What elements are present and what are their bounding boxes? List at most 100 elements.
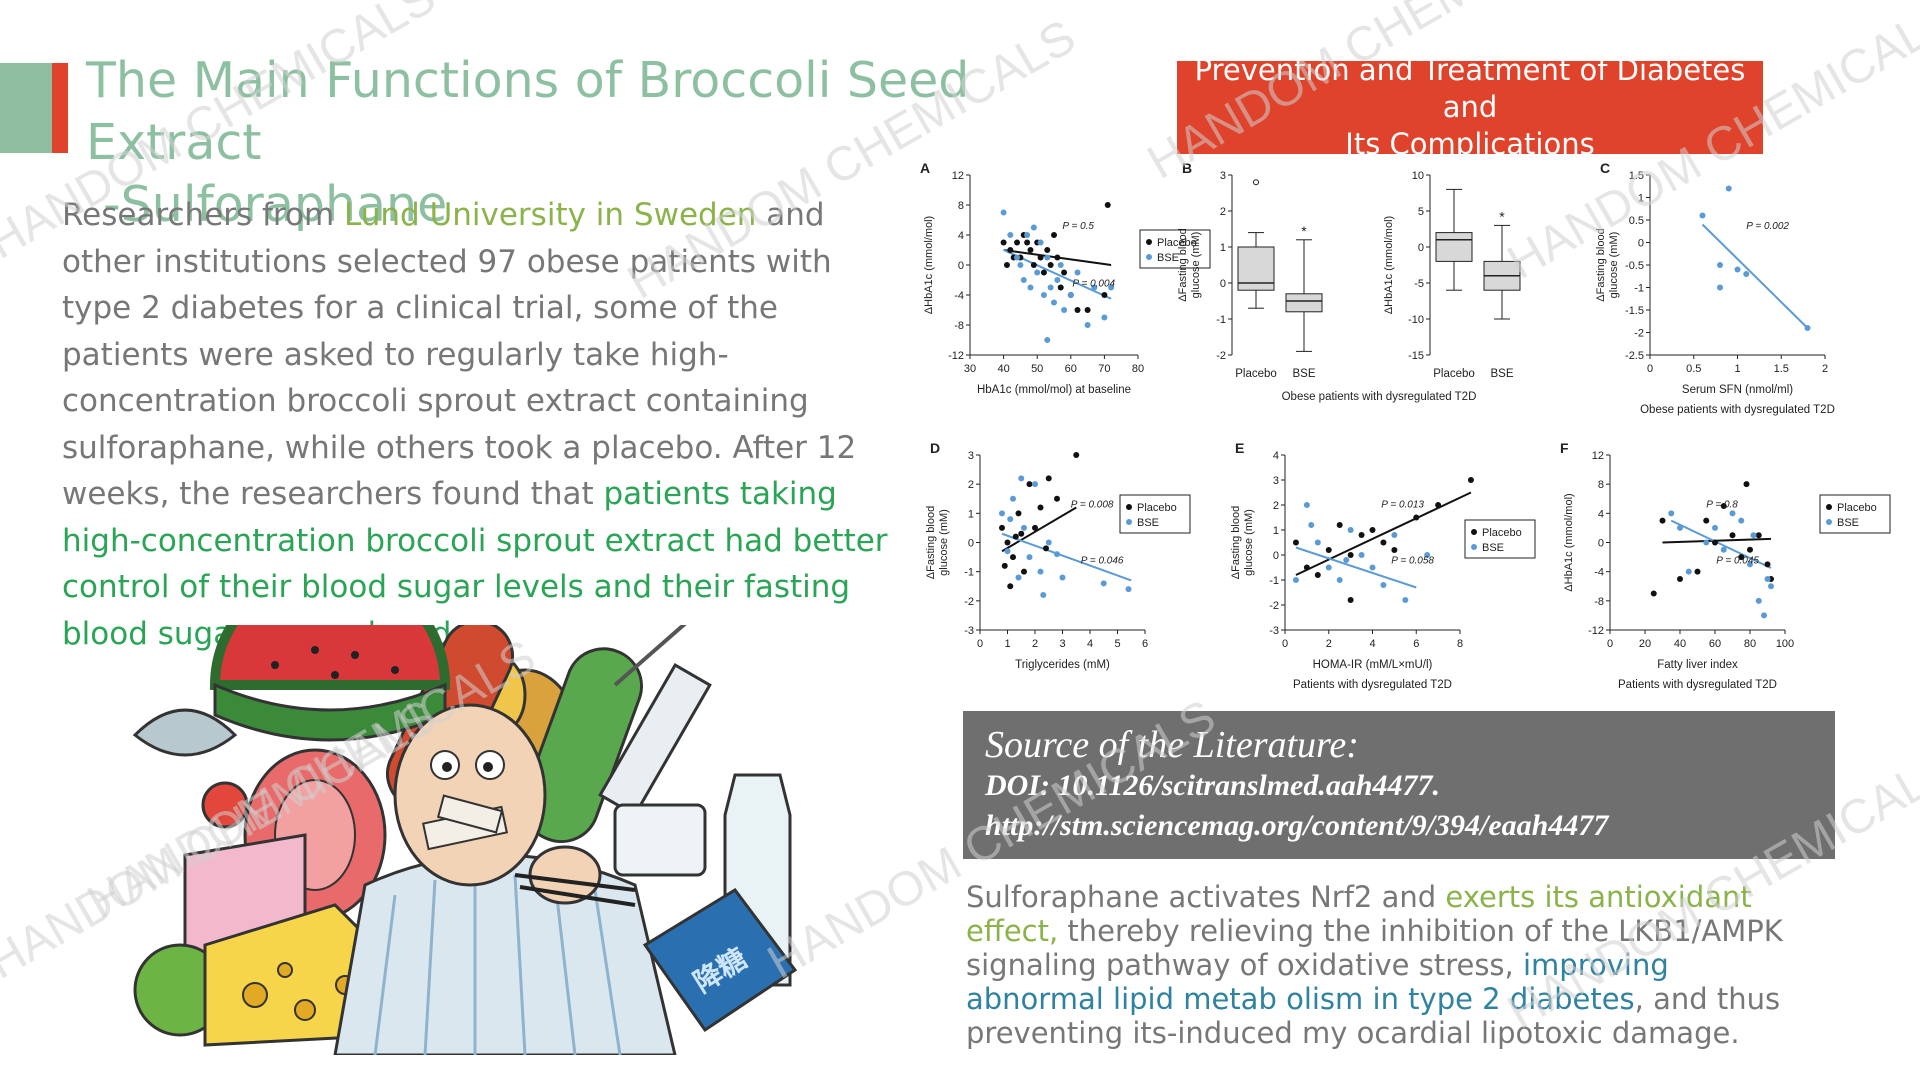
data-point	[1032, 481, 1038, 488]
x-tick-label: 8	[1457, 638, 1463, 650]
category-label: Placebo	[1433, 368, 1475, 380]
title-line-1: The Main Functions of Broccoli Seed Extr…	[86, 52, 970, 171]
paragraph2-text-2: thereby relieving the inhibition of the …	[966, 914, 1783, 982]
data-point	[1391, 532, 1398, 538]
legend-swatch	[1146, 254, 1152, 260]
data-point	[1018, 530, 1025, 537]
y-tick-label: 12	[1592, 450, 1604, 462]
data-point	[1325, 564, 1332, 571]
data-point	[1308, 522, 1315, 528]
data-point	[1004, 539, 1011, 546]
legend-label: Placebo	[1157, 237, 1197, 249]
legend-box	[1464, 519, 1536, 559]
diabetic-man-with-sweets-illustration-icon: 降糖	[132, 625, 798, 1055]
legend-swatch	[1126, 504, 1132, 510]
panel-letter: C	[1600, 160, 1610, 176]
y-tick-label: -10	[1408, 314, 1424, 326]
data-point	[1694, 568, 1701, 575]
slide-title: The Main Functions of Broccoli Seed Extr…	[86, 50, 1136, 236]
panel-letter: B	[1182, 160, 1192, 176]
data-point	[1100, 580, 1107, 587]
x-tick-label: 0	[1282, 638, 1288, 650]
y-tick-label: -2	[964, 596, 974, 608]
source-doi: DOI: 10.1126/scitranslmed.aah4477.	[985, 769, 1441, 802]
y-tick-label: 1	[1638, 193, 1644, 205]
data-point	[1717, 262, 1723, 268]
data-point	[1054, 254, 1061, 261]
legend-box	[1119, 494, 1191, 534]
x-tick-label: 40	[997, 363, 1009, 375]
data-point	[1040, 269, 1047, 276]
y-tick-label: 3	[1273, 475, 1279, 487]
data-point	[1045, 539, 1052, 546]
data-point	[1467, 477, 1474, 483]
data-point	[1059, 574, 1066, 581]
panel-caption: Patients with dysregulated T2D	[1618, 679, 1777, 691]
decorative-red-bar	[52, 63, 68, 153]
legend-swatch	[1826, 504, 1832, 510]
y-tick-label: 2	[1273, 500, 1279, 512]
paragraph-text-2: and other institutions selected 97 obese…	[62, 197, 857, 512]
data-point	[1012, 533, 1019, 540]
data-point	[1380, 582, 1387, 588]
data-point	[1024, 232, 1031, 238]
legend-box	[1819, 494, 1891, 534]
y-tick-label: 2	[968, 479, 974, 491]
x-tick-label: 70	[1098, 363, 1110, 375]
data-point	[1380, 539, 1387, 546]
fit-line	[1001, 506, 1077, 553]
data-point	[1699, 212, 1706, 219]
data-point	[1101, 314, 1108, 321]
title-line-2: -Sulforaphane	[103, 176, 448, 233]
y-tick-label: -2	[1269, 600, 1279, 612]
x-tick-label: 2	[1822, 363, 1828, 375]
data-point	[1037, 239, 1044, 246]
data-point	[1026, 481, 1033, 488]
x-axis-label: HOMA-IR (mM/L×mU/l)	[1313, 659, 1433, 671]
data-point	[1015, 574, 1022, 581]
data-point	[1057, 262, 1064, 268]
box-body	[1435, 232, 1473, 262]
data-point	[1026, 554, 1033, 561]
data-point	[1000, 239, 1007, 246]
y-tick-label: 1	[968, 508, 974, 520]
y-tick-label: 1	[1273, 525, 1279, 537]
x-tick-label: 20	[1639, 638, 1651, 650]
data-point	[1007, 232, 1014, 238]
x-tick-label: 30	[964, 363, 976, 375]
data-point	[1369, 564, 1376, 571]
data-point	[1703, 517, 1710, 524]
box-body	[1285, 293, 1323, 313]
data-point	[1738, 554, 1745, 561]
data-point	[1336, 522, 1343, 528]
x-tick-label: 4	[1087, 638, 1093, 650]
data-point	[1018, 475, 1025, 482]
data-point	[1061, 307, 1068, 313]
legend-label: BSE	[1137, 517, 1159, 529]
y-tick-label: 0	[1273, 550, 1279, 562]
data-point	[1358, 552, 1365, 558]
data-point	[1650, 590, 1657, 597]
y-tick-label: -3	[964, 625, 974, 637]
p-value-label: P = 0.5	[1062, 221, 1094, 232]
y-tick-label: 0	[1220, 278, 1226, 290]
decorative-green-block	[0, 63, 52, 153]
panel-caption: Obese patients with dysregulated T2D	[1640, 404, 1835, 416]
data-point	[1712, 539, 1718, 546]
legend-swatch	[1471, 529, 1477, 535]
data-point	[1037, 254, 1044, 261]
category-label: BSE	[1490, 368, 1513, 380]
data-point	[1030, 262, 1037, 268]
data-point	[1061, 269, 1068, 276]
data-point	[1391, 547, 1398, 553]
x-axis-label: Serum SFN (nmol/ml)	[1682, 384, 1793, 396]
data-point	[1804, 325, 1811, 331]
source-url: http://stm.sciencemag.org/content/9/394/…	[985, 809, 1609, 842]
data-point	[1044, 254, 1051, 261]
y-axis-label: ΔHbA1c (mmol/mol)	[1563, 493, 1575, 591]
y-tick-label: -8	[954, 320, 964, 332]
data-point	[1677, 524, 1683, 531]
data-point	[1074, 269, 1081, 276]
y-axis-label: glucose (mM)	[1608, 232, 1620, 299]
